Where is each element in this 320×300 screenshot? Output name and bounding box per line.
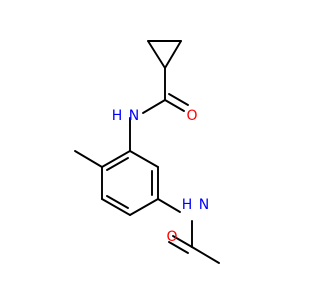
bond-carbonyl1-o-a bbox=[164, 99, 185, 112]
atom-h-lower: H bbox=[182, 197, 193, 213]
bond-carbonyl2-o-b bbox=[168, 241, 189, 254]
bond-cp-left bbox=[147, 40, 166, 69]
bond-carbonyl1-o-b bbox=[168, 93, 189, 106]
bond-ring-4 bbox=[101, 198, 131, 216]
bond-ring-inner-3 bbox=[106, 157, 129, 171]
bond-ring-1 bbox=[129, 150, 159, 168]
atom-n-lower: N bbox=[199, 197, 209, 213]
atom-h-upper: H bbox=[112, 108, 123, 124]
bond-methyl bbox=[74, 150, 103, 168]
bond-acetyl-methyl bbox=[191, 246, 220, 264]
bond-ring-n2 bbox=[157, 198, 181, 213]
bond-carbonyl1-n bbox=[142, 99, 166, 114]
molecule-structure: O H N H N O bbox=[74, 40, 220, 264]
bond-ring-6 bbox=[101, 150, 131, 168]
bond-cp-right bbox=[164, 40, 182, 69]
bond-carbonyl2-o-a bbox=[172, 235, 193, 248]
bond-ring-3 bbox=[129, 198, 159, 216]
bond-ring-inner-2 bbox=[106, 195, 129, 209]
atom-n-upper: N bbox=[129, 108, 139, 124]
atom-o-lower: O bbox=[166, 229, 177, 245]
atom-o-upper: O bbox=[186, 108, 197, 124]
